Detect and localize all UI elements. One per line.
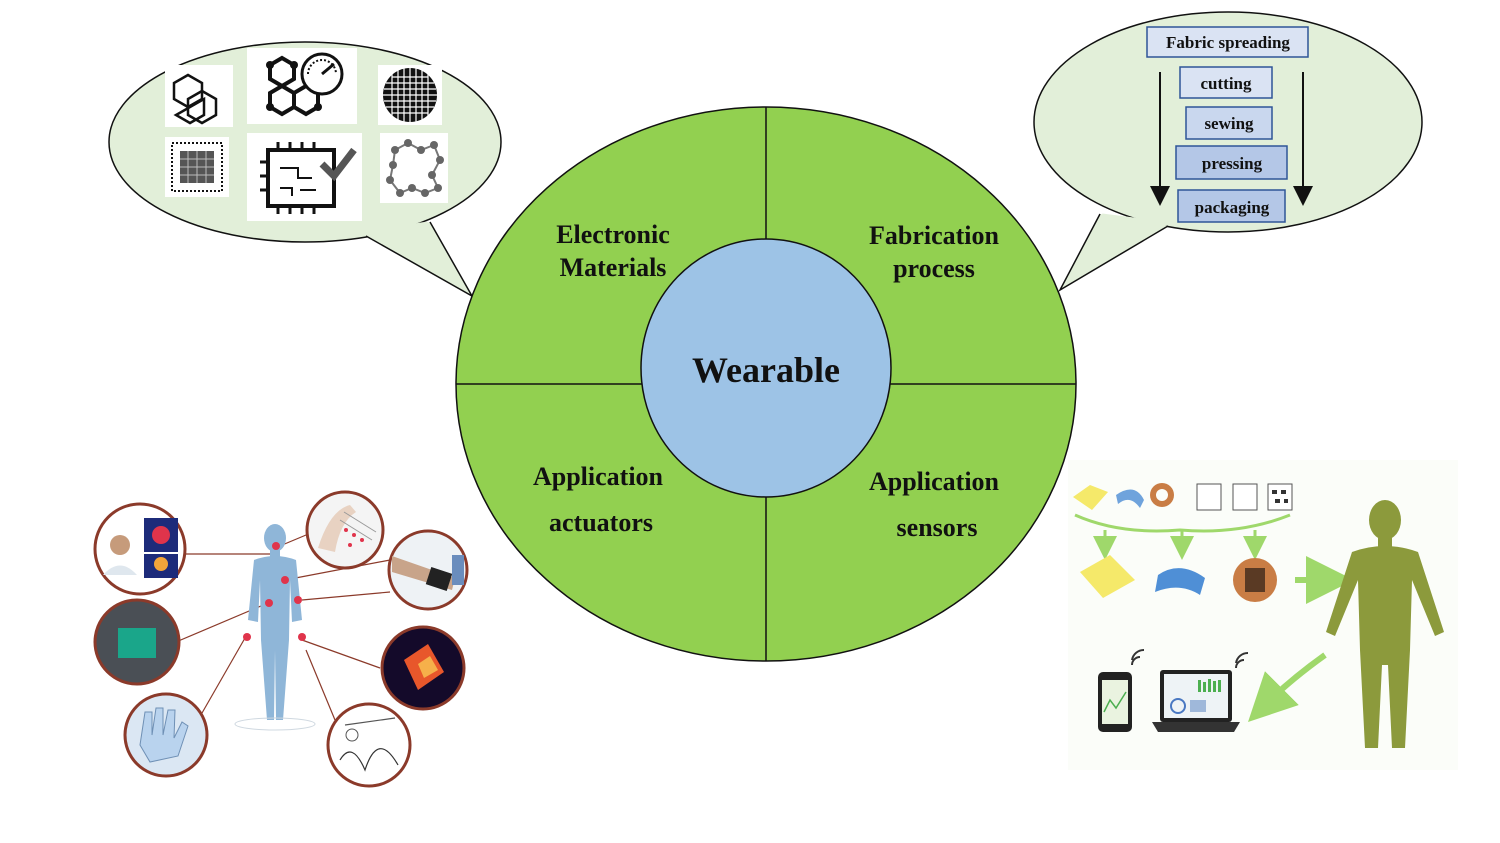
actuator-photo-thermal-face [93,502,187,596]
process-step-pressing: pressing [1175,145,1288,180]
wearable-wheel: Wearable Electronic Materials Fabricatio… [455,106,1077,662]
human-body-actuators-illustration [93,490,469,788]
process-step-sewing: sewing [1185,106,1273,140]
fabrication-speech-bubble: Fabric spreading cutting sewing pressing… [1033,11,1423,292]
chip-grid-icon [165,137,229,197]
quadrant-label-line2: Materials [560,253,667,282]
quadrant-label-line1: Application [869,467,1000,496]
quadrant-label-line1: Fabrication [869,221,1000,250]
quadrant-application-actuators: Application actuators [533,462,664,537]
process-step-label: cutting [1201,74,1253,93]
process-step-label: sewing [1204,114,1254,133]
actuator-photo-sketch-graph [326,702,412,788]
materials-speech-bubble [108,41,502,298]
process-step-cutting: cutting [1179,66,1273,99]
molecule-ring-icon [380,133,448,203]
quadrant-label-line1: Application [533,462,664,491]
benzene-ring-icon [165,65,233,127]
wheel-center [640,238,892,498]
quadrant-application-sensors: Application sensors [869,467,1000,542]
process-step-fabric-spreading: Fabric spreading [1146,26,1309,58]
quadrant-label-line2: sensors [897,513,978,542]
process-step-label: pressing [1202,154,1263,173]
process-step-label: packaging [1195,198,1270,217]
quadrant-label-line1: Electronic [556,220,670,249]
smartphone-icon [1098,648,1145,732]
process-step-label: Fabric spreading [1166,33,1290,52]
mesh-disc-icon [378,65,442,125]
quadrant-label-line2: process [893,254,975,283]
actuator-photo-thermal-square [380,625,466,711]
quadrant-electronic-materials: Electronic Materials [556,220,670,282]
quadrant-label-line2: actuators [549,508,653,537]
actuator-photo-arm-band [387,529,469,611]
human-body-sensors-illustration [1068,460,1458,770]
actuator-photo-glove [123,692,209,778]
actuator-photo-fiber-arm [305,490,385,570]
center-label: Wearable [692,350,840,390]
quadrant-fabrication-process: Fabrication process [869,221,1000,283]
circuit-chip-check-icon [247,133,362,221]
laptop-icon [1152,651,1249,732]
graphene-gauge-icon [247,48,357,124]
actuator-photo-back-patch [93,598,181,686]
process-step-packaging: packaging [1177,189,1286,223]
